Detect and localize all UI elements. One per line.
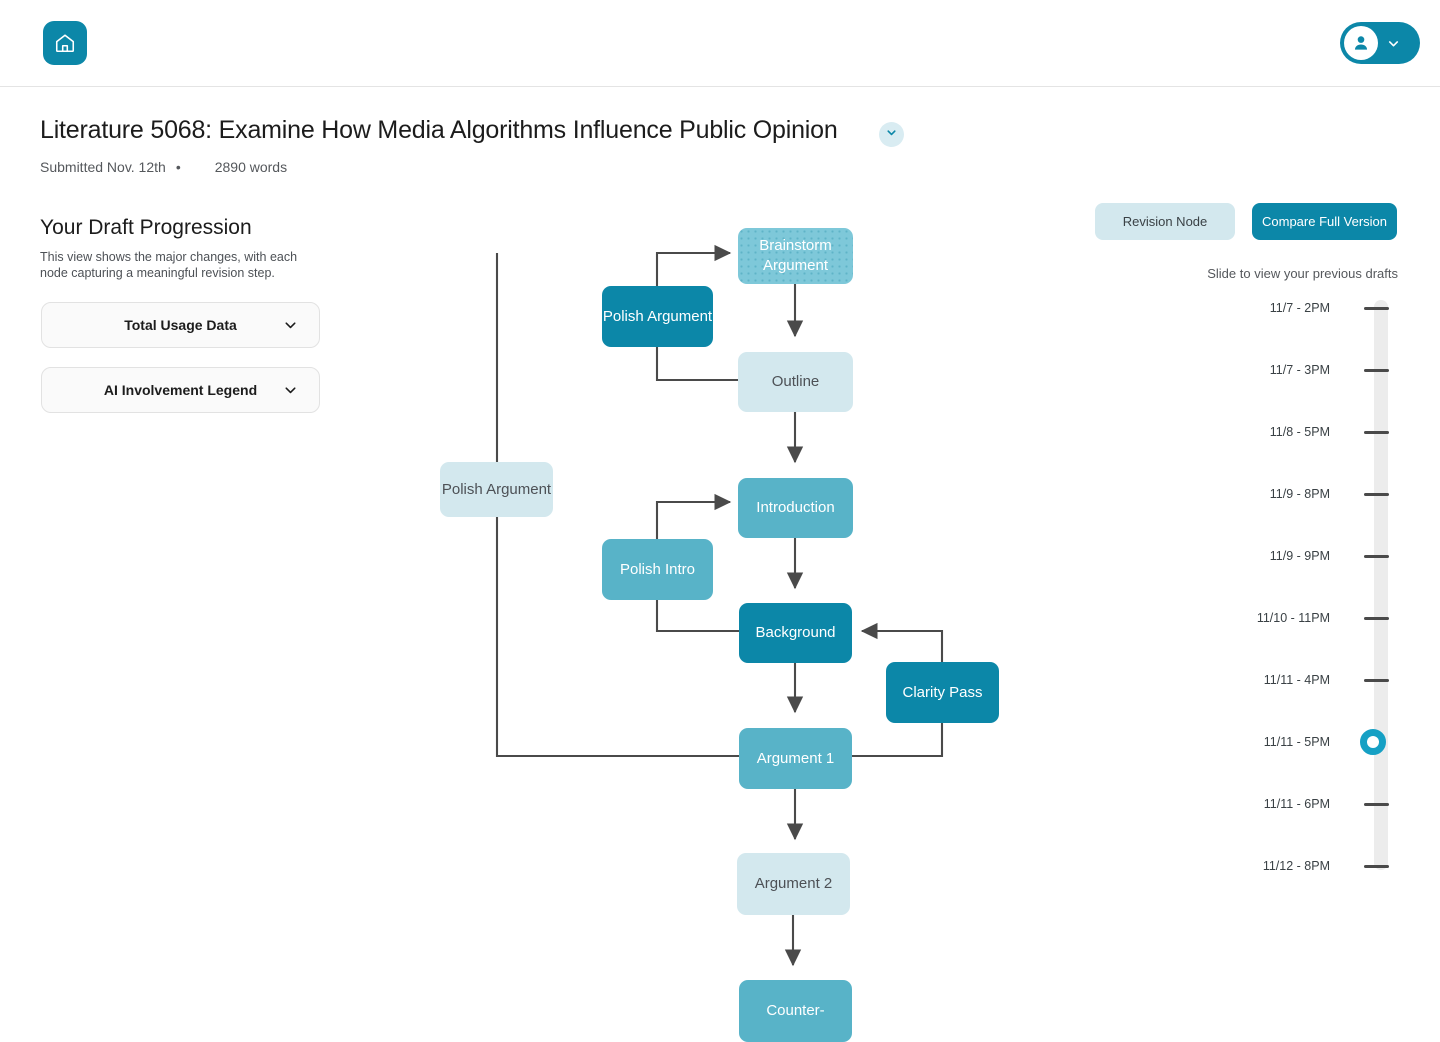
- document-meta: Submitted Nov. 12th • 2890 words: [40, 159, 287, 175]
- chevron-down-icon: [282, 317, 299, 334]
- timeline-mark[interactable]: 11/11 - 5PM: [1190, 729, 1440, 755]
- timeline-tick: [1364, 369, 1389, 372]
- timeline-mark-label: 11/10 - 11PM: [1256, 611, 1330, 625]
- timeline-mark-label: 11/7 - 3PM: [1269, 363, 1330, 377]
- flow-node-label: Introduction: [756, 499, 835, 516]
- flow-node-background[interactable]: Background: [739, 603, 852, 663]
- timeline-mark-label: 11/9 - 9PM: [1269, 549, 1330, 563]
- chevron-down-icon: [282, 382, 299, 399]
- timeline-mark[interactable]: 11/10 - 11PM: [1190, 608, 1440, 628]
- timeline-tick: [1364, 803, 1389, 806]
- timeline-mark-label: 11/11 - 4PM: [1263, 673, 1330, 687]
- left-panel-description: This view shows the major changes, with …: [40, 250, 298, 280]
- flow-node-brainstorm-argument[interactable]: Brainstorm Argument: [738, 228, 853, 284]
- flow-node-argument-1[interactable]: Argument 1: [739, 728, 852, 789]
- flow-node-label: Background: [755, 624, 836, 641]
- flow-node-label: Outline: [771, 373, 820, 390]
- timeline-mark-label: 11/12 - 8PM: [1262, 859, 1330, 873]
- user-avatar-icon: [1344, 26, 1378, 60]
- flowchart-edges: [495, 244, 944, 967]
- timeline-mark-label: 11/7 - 2PM: [1269, 301, 1330, 315]
- slide-hint-text: Slide to view your previous drafts: [1207, 266, 1398, 281]
- flow-node-polish-argument-light[interactable]: Polish Argument: [440, 462, 553, 517]
- timeline-mark[interactable]: 11/9 - 9PM: [1190, 546, 1440, 566]
- flow-node-polish-argument-dark[interactable]: Polish Argument: [602, 286, 713, 347]
- flow-node-label: Polish Argument: [602, 307, 713, 325]
- home-button[interactable]: [43, 21, 87, 65]
- flow-node-label: Argument 2: [754, 875, 833, 892]
- timeline-mark-label: 11/8 - 5PM: [1269, 425, 1330, 439]
- page-title: Literature 5068: Examine How Media Algor…: [40, 116, 838, 144]
- meta-separator: •: [175, 159, 181, 175]
- title-expand-button[interactable]: [879, 122, 904, 147]
- timeline-tick: [1364, 307, 1389, 310]
- revision-node-button[interactable]: Revision Node: [1095, 203, 1235, 240]
- compare-full-version-button[interactable]: Compare Full Version: [1252, 203, 1397, 240]
- timeline-tick: [1364, 679, 1389, 682]
- flow-node-label: Polish Argument: [441, 480, 552, 498]
- account-menu-button[interactable]: [1340, 22, 1420, 64]
- flow-node-argument-2[interactable]: Argument 2: [737, 853, 850, 915]
- word-count: 2890 words: [214, 159, 288, 175]
- timeline-mark-label: 11/11 - 5PM: [1263, 735, 1330, 749]
- timeline-mark-label: 11/11 - 6PM: [1263, 797, 1330, 811]
- flow-node-label: Counter-: [766, 1002, 825, 1019]
- timeline-mark[interactable]: 11/12 - 8PM: [1190, 856, 1440, 876]
- home-icon: [54, 32, 76, 54]
- top-bar: [0, 0, 1440, 87]
- timeline-selected-handle[interactable]: [1360, 729, 1386, 755]
- flow-node-label: Brainstorm Argument: [759, 237, 832, 274]
- timeline-mark[interactable]: 11/7 - 3PM: [1190, 360, 1440, 380]
- flow-node-clarity-pass[interactable]: Clarity Pass: [886, 662, 999, 723]
- ai-involvement-legend-dropdown[interactable]: AI Involvement Legend: [41, 367, 320, 413]
- timeline-mark[interactable]: 11/8 - 5PM: [1190, 422, 1440, 442]
- timeline-slider-track[interactable]: [1374, 300, 1388, 870]
- chevron-down-icon: [1378, 36, 1408, 51]
- timeline-tick: [1364, 431, 1389, 434]
- flow-node-label: Argument 1: [756, 749, 835, 767]
- dropdown-label: AI Involvement Legend: [103, 382, 258, 398]
- timeline-mark[interactable]: 11/11 - 4PM: [1190, 670, 1440, 690]
- flow-node-outline[interactable]: Outline: [738, 352, 853, 412]
- total-usage-data-dropdown[interactable]: Total Usage Data: [41, 302, 320, 348]
- timeline-mark[interactable]: 11/7 - 2PM: [1190, 298, 1440, 318]
- dropdown-label: Total Usage Data: [124, 317, 237, 333]
- timeline-tick: [1364, 865, 1389, 868]
- flow-node-label: Polish Intro: [619, 560, 696, 578]
- flow-node-introduction[interactable]: Introduction: [738, 478, 853, 538]
- flow-node-polish-intro[interactable]: Polish Intro: [602, 539, 713, 600]
- flow-node-label: Clarity Pass: [902, 683, 983, 701]
- draft-progression-flowchart: Brainstorm Argument Polish Argument Outl…: [0, 190, 1080, 1042]
- timeline-tick: [1364, 617, 1389, 620]
- timeline-mark-label: 11/9 - 8PM: [1269, 487, 1330, 501]
- timeline-tick: [1364, 493, 1389, 496]
- chevron-down-icon: [885, 126, 898, 144]
- timeline-tick: [1364, 555, 1389, 558]
- timeline-mark[interactable]: 11/11 - 6PM: [1190, 794, 1440, 814]
- left-panel-heading: Your Draft Progression: [40, 216, 252, 239]
- timeline-mark[interactable]: 11/9 - 8PM: [1190, 484, 1440, 504]
- flow-node-counter[interactable]: Counter-: [739, 980, 852, 1042]
- submitted-date: Submitted Nov. 12th: [40, 159, 166, 175]
